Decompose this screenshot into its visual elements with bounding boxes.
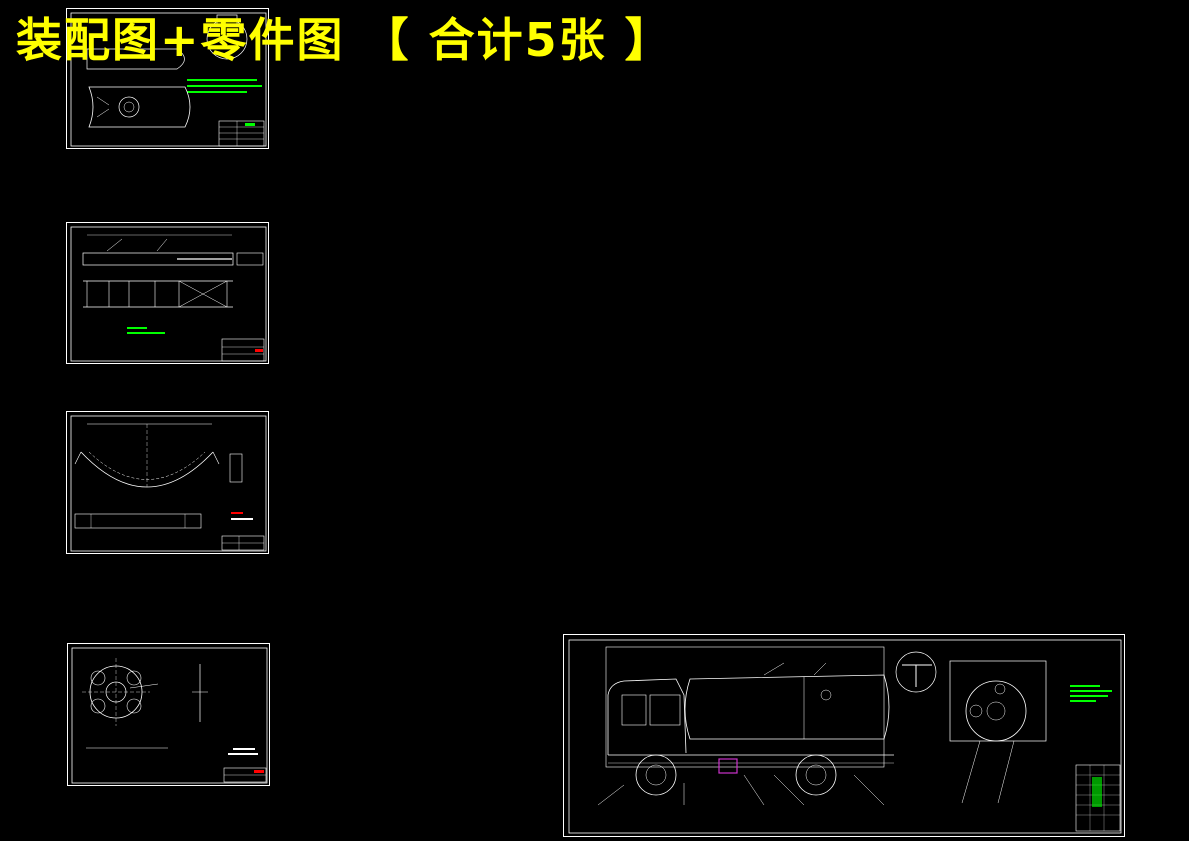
rear-wheel xyxy=(795,754,837,796)
title-block xyxy=(221,338,265,362)
drawing-sheet-vehicle-assembly[interactable] xyxy=(563,634,1125,837)
technical-notes xyxy=(187,79,262,93)
saddle-figure xyxy=(70,415,267,552)
drawing-sheet-saddle[interactable] xyxy=(66,411,269,554)
title-block xyxy=(223,767,267,783)
detail-view xyxy=(895,651,937,693)
rear-view xyxy=(949,660,1047,804)
front-wheel xyxy=(635,754,677,796)
technical-notes xyxy=(231,512,253,520)
drawing-sheet-tank-assembly[interactable] xyxy=(66,8,269,149)
leader-lines xyxy=(597,662,885,806)
drawing-set-headline: 装配图+零件图 【 合计5张 】 xyxy=(16,13,673,67)
title-block xyxy=(1075,764,1121,832)
title-block xyxy=(221,535,265,551)
drawing-sheet-flange[interactable] xyxy=(67,643,270,786)
vehicle-assembly-figure xyxy=(568,639,1122,834)
title-block xyxy=(218,120,265,147)
technical-notes xyxy=(127,327,165,334)
subframe-figure xyxy=(70,226,267,362)
technical-notes xyxy=(1070,685,1112,702)
truck-cab xyxy=(607,678,687,755)
drawing-sheet-subframe[interactable] xyxy=(66,222,269,364)
tank-assembly-figure xyxy=(70,12,267,147)
pump-unit-mark xyxy=(718,758,738,774)
technical-notes xyxy=(228,748,258,755)
tank-body xyxy=(684,674,890,740)
flange-figure xyxy=(71,647,268,784)
